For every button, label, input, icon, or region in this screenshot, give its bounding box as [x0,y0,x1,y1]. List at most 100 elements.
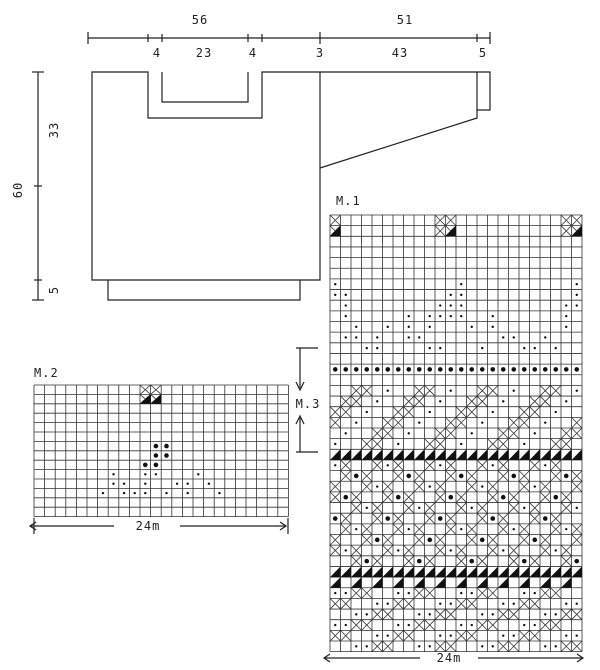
triangle-stitch-symbol [519,449,530,460]
cross-stitch-symbol [340,395,352,407]
triangle-stitch-symbol [445,449,456,460]
triangle-stitch-symbol [372,449,383,460]
dot-stitch-symbol [491,464,494,467]
dot-stitch-symbol [544,645,547,648]
dot-stitch-symbol [490,367,496,372]
dot-stitch-symbol [512,336,515,339]
dot-stitch-symbol [418,613,421,616]
triangle-stitch-symbol [561,449,572,460]
dot-stitch-symbol [175,482,179,485]
cross-stitch-symbol [518,480,530,493]
dot-stitch-symbol [407,591,410,595]
cross-stitch-symbol [329,406,341,418]
triangle-stitch-symbol [414,566,425,578]
cross-stitch-symbol [150,384,162,395]
dot-stitch-symbol [439,346,442,350]
triangle-stitch-symbol [351,577,362,588]
triangle-stitch-symbol [571,449,582,460]
dim-rib-length: 5 [47,286,61,294]
cross-stitch-symbol [361,470,373,482]
cross-stitch-symbol [434,534,446,546]
cross-stitch-symbol [529,395,541,407]
dot-stitch-symbol [407,336,410,339]
dot-stitch-symbol [439,304,442,307]
cross-stitch-symbol [445,427,457,439]
triangle-stitch-symbol [508,449,519,460]
dot-stitch-symbol [374,537,380,543]
cross-stitch-symbol [550,619,562,631]
dot-stitch-symbol [164,443,169,449]
triangle-stitch-symbol [140,394,151,404]
dot-stitch-symbol [416,367,422,372]
dot-stitch-symbol [395,494,401,500]
cross-stitch-symbol [350,491,362,503]
cross-stitch-symbol [539,395,551,407]
cross-stitch-symbol [455,555,467,567]
cross-stitch-symbol [539,491,551,503]
cross-stitch-symbol [539,385,551,397]
cross-stitch-symbol [392,512,404,525]
cross-stitch-symbol [487,438,499,450]
cross-stitch-symbol [497,523,509,535]
dot-stitch-symbol [523,346,526,350]
cross-stitch-symbol [497,427,509,439]
dot-stitch-symbol [502,602,505,605]
dot-stitch-symbol [186,482,189,485]
cross-stitch-symbol [340,512,352,525]
cross-stitch-symbol [434,640,446,652]
cross-stitch-symbol [508,491,520,503]
dot-stitch-symbol [532,367,538,372]
dot-stitch-symbol [428,645,431,648]
dot-stitch-symbol [544,336,547,339]
cross-stitch-symbol [529,555,541,567]
cross-stitch-symbol [518,417,530,429]
dot-stitch-symbol [439,464,442,467]
dot-stitch-symbol [364,367,370,372]
triangle-stitch-symbol [519,577,530,588]
dot-stitch-symbol [418,645,421,648]
dot-stitch-symbol [406,367,412,372]
dot-stitch-symbol [112,473,115,476]
cross-stitch-symbol [518,630,530,642]
m3-label: M.3 [296,397,321,411]
cross-stitch-symbol [392,459,404,471]
cross-stitch-symbol [571,640,583,652]
cross-stitch-symbol [382,544,394,557]
triangle-stitch-symbol [330,577,341,588]
dot-stitch-symbol [575,634,578,637]
cross-stitch-symbol [560,608,572,620]
triangle-stitch-symbol [435,566,446,578]
cross-stitch-symbol [560,225,572,237]
dim-body-width: 56 [192,13,208,27]
cross-stitch-symbol [413,534,425,546]
cross-stitch-symbol [560,544,572,557]
dot-stitch-symbol [500,494,506,500]
dot-stitch-symbol [460,304,463,307]
dot-stitch-symbol [481,421,484,424]
cross-stitch-symbol [371,640,383,652]
triangle-stitch-symbol [393,566,404,578]
cross-stitch-symbol [497,608,509,620]
cross-stitch-symbol [466,598,478,610]
cross-stitch-symbol [361,385,373,397]
triangle-stitch-symbol [435,577,446,588]
dot-stitch-symbol [502,634,505,637]
triangle-stitch-symbol [498,577,509,588]
dot-stitch-symbol [470,591,473,595]
dot-stitch-symbol [439,634,442,637]
cross-stitch-symbol [329,491,341,503]
dot-stitch-symbol [565,400,568,403]
dot-stitch-symbol [533,432,536,435]
dot-stitch-symbol [407,527,410,531]
dot-stitch-symbol [355,645,358,648]
cross-stitch-symbol [529,598,541,610]
m2-title: M.2 [34,366,59,380]
dot-stitch-symbol [344,432,347,435]
triangle-stitch-symbol [519,566,530,578]
cross-stitch-symbol [413,470,425,482]
triangle-stitch-symbol [403,449,414,460]
dot-stitch-symbol [397,591,400,595]
dot-stitch-symbol [376,634,379,637]
dot-stitch-symbol [533,591,536,595]
dot-stitch-symbol [491,613,494,616]
